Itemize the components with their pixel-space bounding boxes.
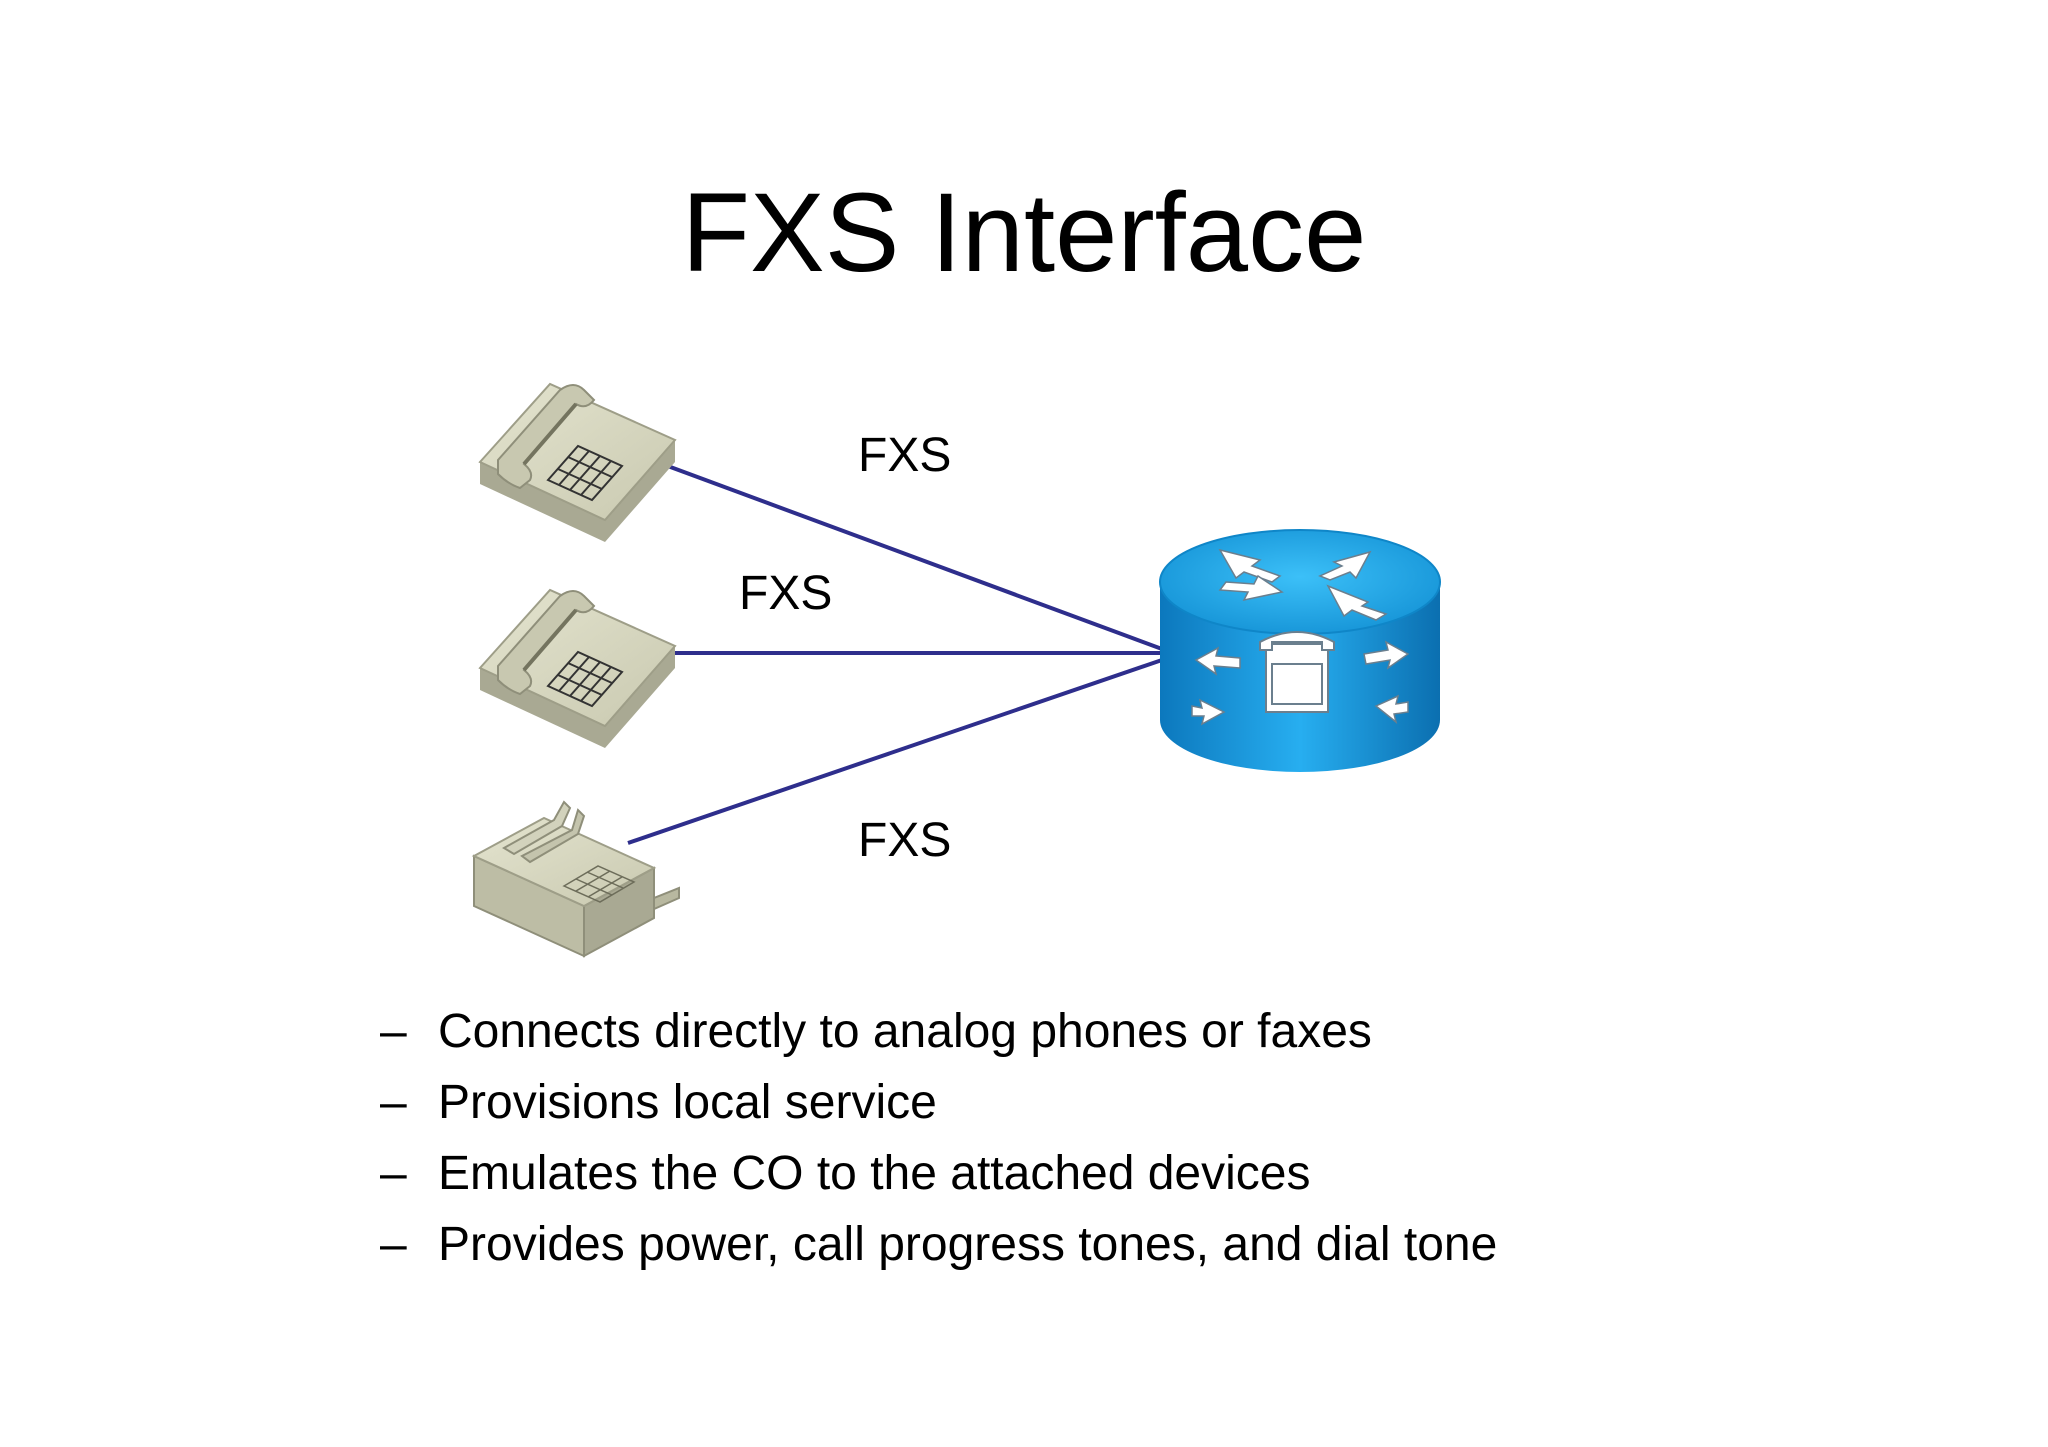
bullet-dash: – — [380, 1147, 407, 1200]
bullet-text: Connects directly to analog phones or fa… — [438, 1005, 1372, 1058]
link-line-fax — [627, 658, 1163, 845]
voice-router-icon — [1159, 529, 1441, 772]
telephone-icon — [478, 588, 677, 748]
link-label-phone-2: FXS — [739, 567, 832, 620]
bullet-item: –Emulates the CO to the attached devices — [380, 1138, 1497, 1209]
bullet-item: –Provides power, call progress tones, an… — [380, 1209, 1497, 1280]
bullet-text: Provisions local service — [438, 1076, 937, 1129]
fax-machine-icon — [471, 800, 680, 958]
bullet-item: –Provisions local service — [380, 1067, 1497, 1138]
bullet-dash: – — [380, 1076, 407, 1129]
telephone-icon — [478, 382, 677, 542]
bullet-dash: – — [380, 1218, 407, 1271]
link-label-phone-1: FXS — [858, 429, 951, 482]
bullet-text: Emulates the CO to the attached devices — [438, 1147, 1311, 1200]
bullet-text: Provides power, call progress tones, and… — [438, 1218, 1498, 1271]
bullet-list: –Connects directly to analog phones or f… — [380, 996, 1497, 1280]
bullet-dash: – — [380, 1005, 407, 1058]
slide-title: FXS Interface — [681, 170, 1367, 295]
bullet-item: –Connects directly to analog phones or f… — [380, 996, 1497, 1067]
voice-symbol-icon — [1259, 631, 1335, 713]
link-line-phone-1 — [664, 463, 1163, 651]
link-label-fax: FXS — [858, 814, 951, 867]
